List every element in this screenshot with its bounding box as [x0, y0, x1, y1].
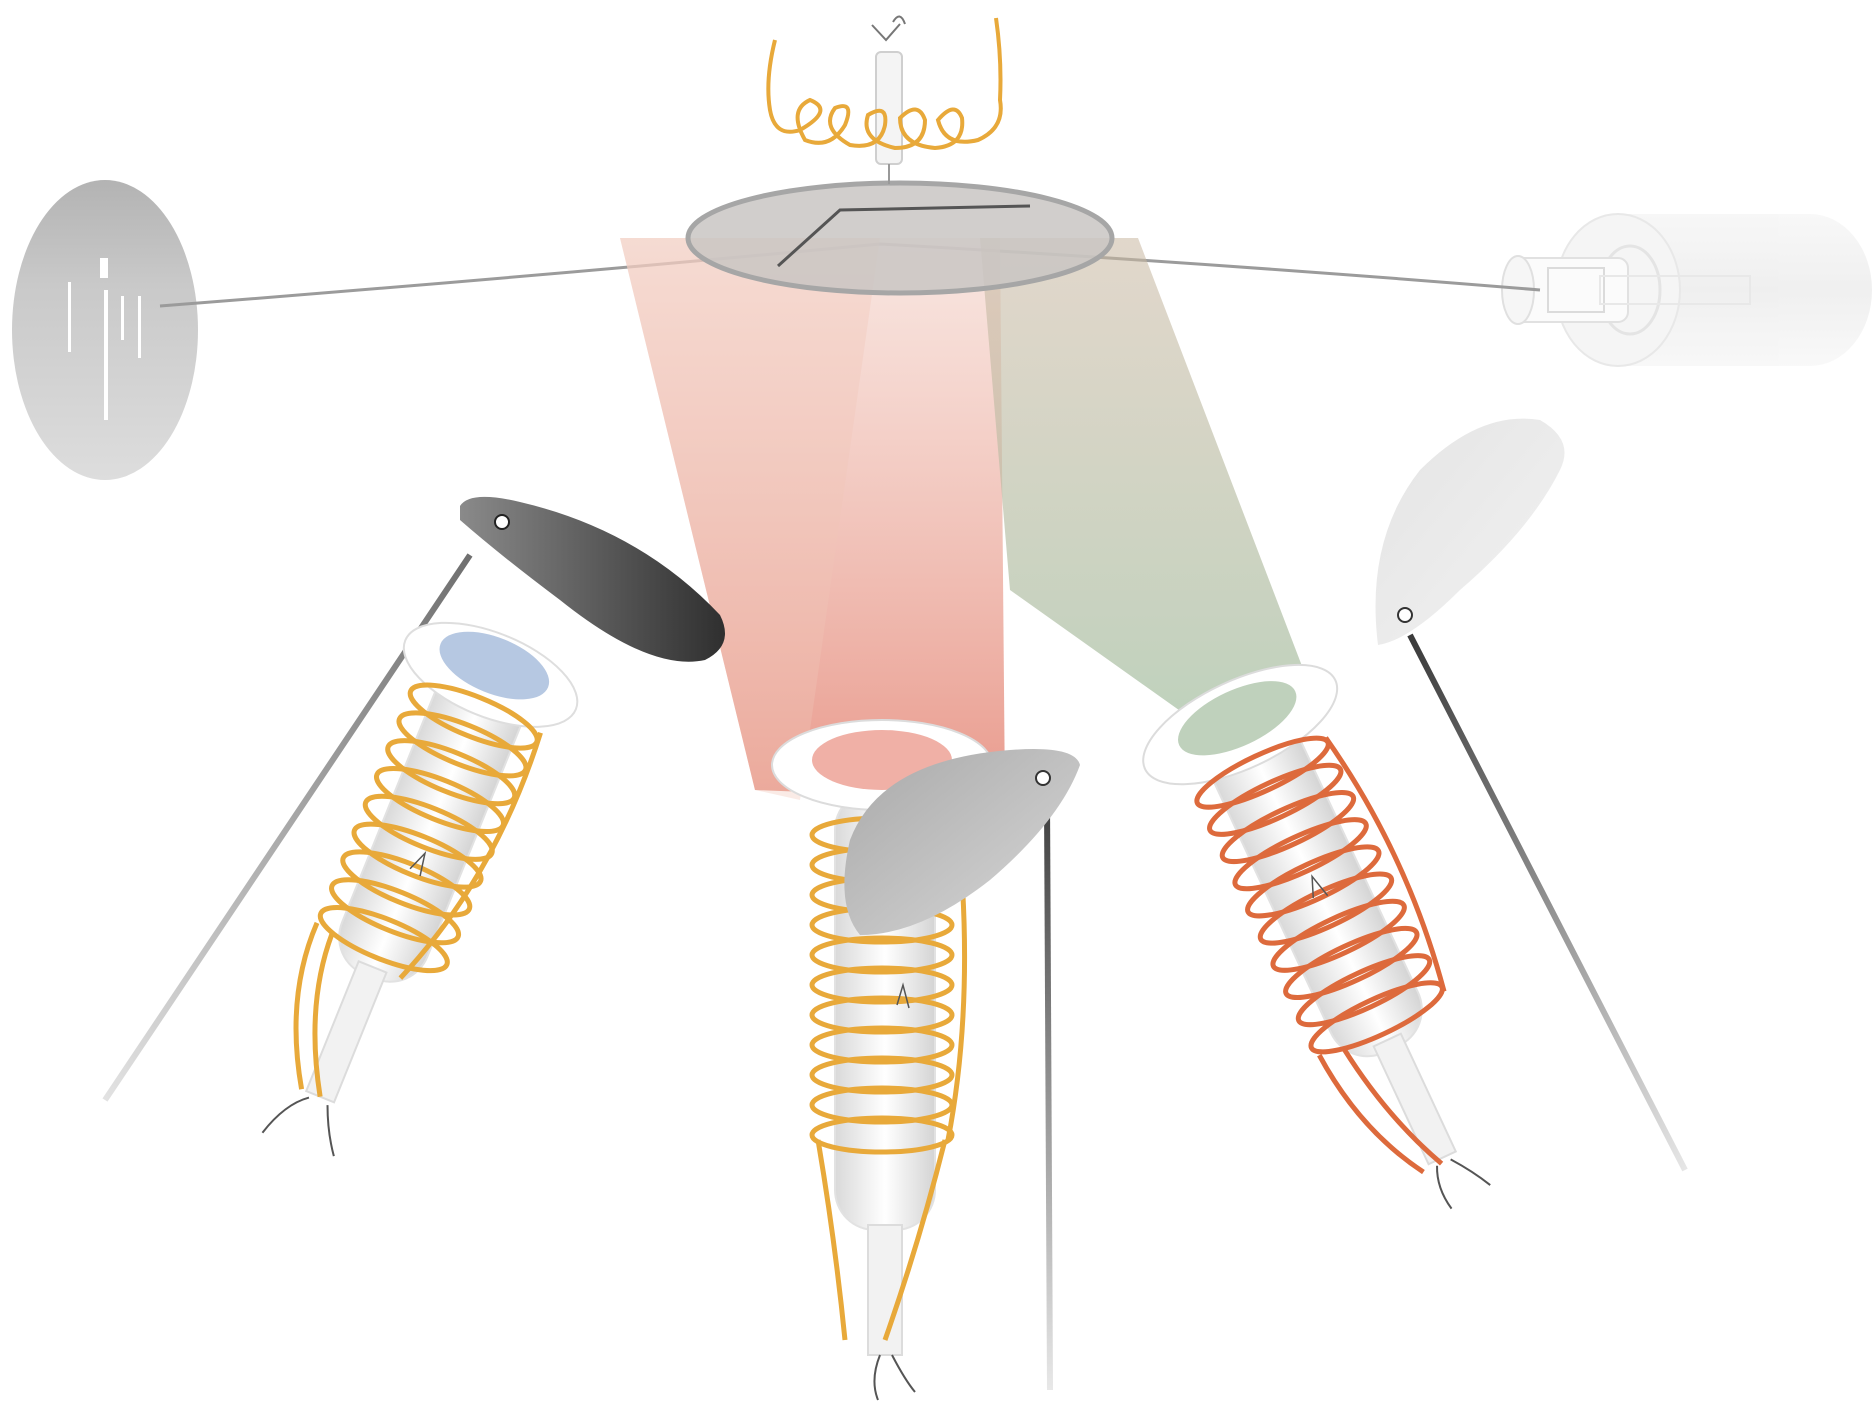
support-rod-right: [1410, 635, 1685, 1170]
collector-cylinder-right: [1502, 214, 1872, 366]
pivot-bolt-icon: [1036, 771, 1050, 785]
pivot-bolt-icon: [495, 515, 509, 529]
shutter-paddle-right: [1376, 419, 1565, 645]
filament-heater-top: [768, 16, 1000, 184]
sample-stage-disk: [688, 183, 1112, 293]
detector-left: [105, 497, 725, 1182]
detector-center: [772, 720, 1080, 1400]
focusing-lens-left: [12, 180, 198, 480]
support-rod-center: [1047, 800, 1050, 1390]
emission-cone-green: [980, 238, 1315, 725]
lens-slot-icon: [100, 258, 108, 278]
pivot-bolt-icon: [1398, 608, 1412, 622]
